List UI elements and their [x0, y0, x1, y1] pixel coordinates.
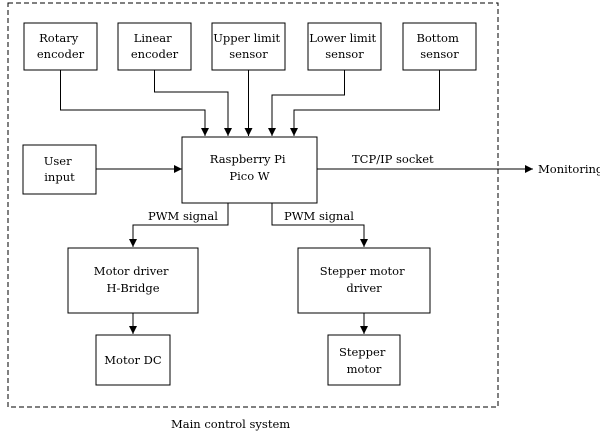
motor-driver-block: Motor driver H-Bridge	[67, 247, 199, 314]
lower-limit-sensor-label: Lower limit sensor	[309, 31, 380, 61]
lower-limit-sensor-wire	[268, 70, 345, 136]
raspberry-pi-pico-w-label: Raspberry Pi Pico W	[210, 152, 289, 183]
raspberry-pi-pico-w-block: Raspberry Pi Pico W	[181, 136, 318, 204]
motor-dc-block: Motor DC	[95, 334, 171, 386]
rotary-encoder-wire	[60, 70, 209, 136]
linear-encoder-block: Linear encoder	[117, 22, 192, 71]
pwm-right-wire	[271, 203, 368, 247]
stepper-motor-driver-label: Stepper motor driver	[320, 264, 409, 295]
stepper-motor-label: Stepper motor	[339, 345, 389, 376]
upper-limit-sensor-block: Upper limit sensor	[211, 22, 286, 71]
upper-limit-sensor-label: Upper limit sensor	[213, 31, 284, 61]
tcp-ip-socket-label: TCP/IP socket	[352, 152, 434, 166]
user-input-block: User input	[22, 144, 97, 195]
pwm-right-label: PWM signal	[284, 209, 354, 223]
rotary-encoder-block: Rotary encoder	[23, 22, 98, 71]
pwm-left-wire	[129, 203, 229, 247]
rotary-encoder-label: Rotary encoder	[37, 31, 85, 61]
main-control-system-label: Main control system	[171, 417, 290, 431]
linear-encoder-label: Linear encoder	[131, 31, 179, 61]
linear-encoder-wire	[154, 70, 232, 136]
monitoring-label: Monitoring	[538, 162, 600, 176]
lower-limit-sensor-block: Lower limit sensor	[307, 22, 382, 71]
pwm-left-label: PWM signal	[148, 209, 218, 223]
main-control-system-frame	[7, 2, 499, 408]
bottom-sensor-label: Bottom sensor	[416, 31, 462, 61]
motor-driver-label: Motor driver H-Bridge	[94, 264, 172, 295]
bottom-sensor-block: Bottom sensor	[402, 22, 477, 71]
stepper-motor-block: Stepper motor	[327, 334, 401, 386]
motor-dc-label: Motor DC	[104, 353, 162, 367]
user-input-label: User input	[44, 154, 76, 184]
bottom-sensor-wire	[290, 70, 440, 136]
stepper-motor-driver-block: Stepper motor driver	[297, 247, 431, 314]
